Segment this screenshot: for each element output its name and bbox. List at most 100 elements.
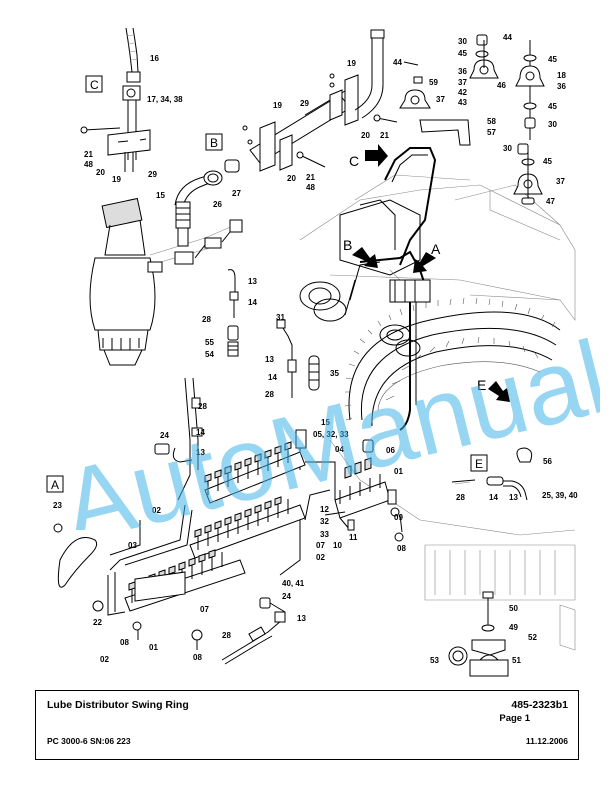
view-arrow-c: C [349,144,388,169]
callout-r43: 43 [458,98,467,107]
callout-b26: 26 [213,200,222,209]
document-number: 485-2323b1 [511,699,568,711]
detail-box-c [85,75,103,93]
drawing-title: Lube Distributor Swing Ring [47,699,189,711]
callout-a24a: 24 [160,431,169,440]
callout-b19b: 19 [273,101,282,110]
svg-text:B: B [210,136,218,150]
callout-r37a: 37 [458,78,467,87]
callout-b15: 15 [156,191,165,200]
callout-c29a: 29 [148,170,157,179]
callout-m28b: 28 [265,390,274,399]
detail-box-a [46,475,64,493]
svg-text:C: C [349,153,359,169]
callout-a02c: 02 [100,655,109,664]
callout-b21b: 21 [306,173,315,182]
callout-r44b: 44 [503,33,512,42]
machine-model: PC 3000-6 SN:06 223 [47,736,131,746]
fitting-27 [224,159,240,173]
callout-r59: 59 [429,78,438,87]
view-arrow-b: B [343,237,378,268]
callout-m35: 35 [330,369,339,378]
callout-a10: 10 [333,541,342,550]
svg-text:A: A [51,478,59,492]
callout-e14: 14 [489,493,498,502]
callout-m55: 55 [205,338,214,347]
callout-c48a: 48 [84,160,93,169]
callout-f49: 49 [509,623,518,632]
callout-c19a: 19 [112,175,121,184]
svg-text:C: C [90,78,99,92]
callout-a06: 06 [386,446,395,455]
callout-r47: 47 [546,197,555,206]
callout-m28a: 28 [202,315,211,324]
fitting-06 [362,439,374,453]
fitting-55 [227,325,239,341]
distributor-bank-middle [189,496,306,559]
callout-a22: 22 [93,618,102,627]
detail-e: E [451,447,533,501]
fitting-24-a [154,443,170,455]
callout-a04: 04 [335,445,344,454]
callout-a11: 11 [349,533,358,542]
detail-b: B [174,29,398,247]
callout-r58: 58 [487,117,496,126]
callout-r30c: 30 [503,144,512,153]
page-number: Page 1 [499,713,530,724]
callout-f51: 51 [512,656,521,665]
svg-text:A: A [431,241,441,257]
bolt-23 [53,523,63,533]
callout-a28: 28 [198,402,207,411]
callout-a33: 33 [320,530,329,539]
callout-r57: 57 [487,128,496,137]
callout-e25: 25, 39, 40 [542,491,578,500]
callout-r45b: 45 [548,55,557,64]
callout-a32: 32 [320,517,329,526]
callout-r45d: 45 [543,157,552,166]
detail-box-b [205,133,223,151]
callout-r45a: 45 [458,49,467,58]
callout-a40: 40, 41 [282,579,305,588]
callout-m14b: 14 [268,373,277,382]
callout-a23: 23 [53,501,62,510]
hose-fitting-15 [175,201,191,229]
callout-r36a: 36 [458,67,467,76]
callout-a07a: 07 [316,541,325,550]
callout-a28b: 28 [222,631,231,640]
callout-e56: 56 [543,457,552,466]
callout-m13b: 13 [265,355,274,364]
callout-c21a: 21 [84,150,93,159]
middle-hose-parts [227,269,320,398]
callout-a13a: 13 [196,448,205,457]
callout-a24b: 24 [282,592,291,601]
svg-text:E: E [477,377,486,393]
callout-r18: 18 [557,71,566,80]
callout-r30a: 30 [458,37,467,46]
svg-text:E: E [475,457,483,471]
grease-lines [344,147,437,431]
callout-m54: 54 [205,350,214,359]
fitting-28-a [191,397,201,409]
ring-slots [385,336,539,401]
callout-a08b: 08 [120,638,129,647]
callout-a02b: 02 [152,506,161,515]
callout-b27: 27 [232,189,241,198]
callout-m31: 31 [276,313,285,322]
fitting-54 [227,341,239,357]
callout-r30b: 30 [548,120,557,129]
callout-a01a: 01 [394,467,403,476]
drawing-date: 11.12.2006 [525,736,568,746]
svg-text:B: B [343,237,352,253]
callout-b48: 48 [306,183,315,192]
callout-a05: 05, 32, 33 [313,430,349,439]
callout-r37b: 37 [436,95,445,104]
distributor-bank-upper [204,441,306,504]
callout-r44a: 44 [393,58,402,67]
callout-a13b: 13 [297,614,306,623]
callout-m14a: 14 [248,298,257,307]
callout-labels: 16 17, 34, 38 21 48 20 19 29 19 29 19 20… [53,33,578,665]
fitting-15-a [295,429,307,449]
callout-r36b: 36 [557,82,566,91]
callout-c17: 17, 34, 38 [147,95,183,104]
callout-r45c: 45 [548,102,557,111]
